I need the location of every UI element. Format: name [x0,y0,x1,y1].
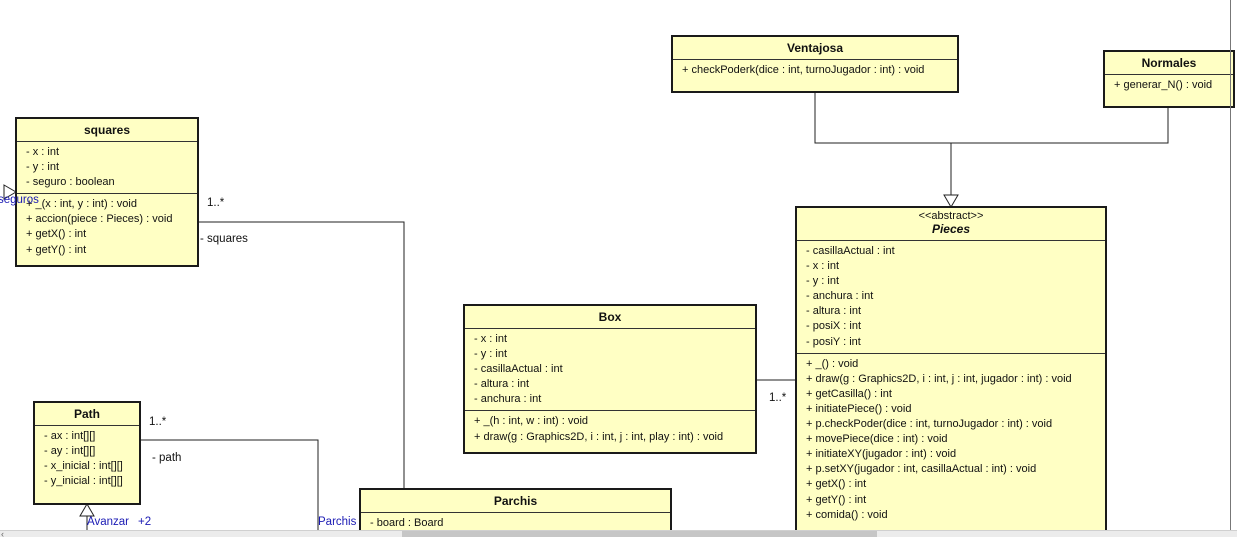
class-squares[interactable]: squares - x : int - y : int - seguro : b… [15,117,199,267]
parchis-link-label: Parchis [318,516,357,528]
attribute: - x : int [474,333,508,345]
attribute: - posiY : int [806,335,861,348]
method: + movePiece(dice : int) : void [806,433,948,446]
canvas-right-border [1230,0,1231,530]
attributes-section: - casillaActual : int - x : int - y : in… [797,241,1105,354]
methods-section: + _() : void + draw(g : Graphics2D, i : … [797,354,1105,526]
attribute: - y : int [474,348,508,361]
method: + getY() : int [806,493,867,506]
method: + getY() : int [26,243,87,256]
class-name: Box [465,306,755,329]
method: + initiateXY(jugador : int) : void [806,448,957,461]
class-name: Parchis [361,490,670,513]
method: + getX() : int [26,228,87,241]
path-role-label: - path [152,452,182,464]
method: + _() : void [806,357,859,370]
path-association-line [140,439,319,530]
class-path[interactable]: Path - ax : int[][] - ay : int[][] - x_i… [33,401,141,505]
method: + comida() : void [806,508,888,521]
plus2-link-label: +2 [138,516,152,528]
class-name: squares [17,119,197,142]
method: + draw(g : Graphics2D, i : int, j : int,… [474,430,724,443]
method: + generar_N() : void [1114,79,1213,91]
attribute: - x : int [806,260,840,273]
attributes-section: - board : Board [361,513,670,534]
attribute: - casillaActual : int [806,245,895,257]
path-generalization-arrowhead [79,503,95,517]
seguros-arrowhead [3,184,17,200]
attributes-section: - x : int - y : int - seguro : boolean [17,142,197,195]
method: + _(h : int, w : int) : void [474,415,589,428]
class-normales[interactable]: Normales + generar_N() : void [1103,50,1235,108]
method: + accion(piece : Pieces) : void [26,213,173,226]
class-name: Pieces [797,222,1105,241]
pieces-generalization-arrowhead [943,194,959,208]
attribute: - board : Board [370,517,444,529]
class-ventajosa[interactable]: Ventajosa + checkPoderk(dice : int, turn… [671,35,959,93]
method: + getCasilla() : int [806,387,892,400]
attribute: - anchura : int [806,290,874,303]
class-stereotype: <<abstract>> [918,210,984,222]
attributes-section: - x : int - y : int - casillaActual : in… [465,329,755,412]
squares-multiplicity: 1..* [207,197,225,209]
method: + p.checkPoder(dice : int, turnoJugador … [806,418,1053,431]
attribute: - y_inicial : int[][] [44,475,123,488]
method: + p.setXY(jugador : int, casillaActual :… [806,463,1037,476]
class-name: Normales [1105,52,1233,75]
method: + draw(g : Graphics2D, i : int, j : int,… [806,372,1072,385]
method: + initiatePiece() : void [806,402,912,415]
attribute: - anchura : int [474,393,542,406]
class-pieces[interactable]: <<abstract>> Pieces - casillaActual : in… [795,206,1107,537]
methods-section: + generar_N() : void [1105,75,1233,96]
attribute: - x_inicial : int[][] [44,460,123,473]
methods-section: + _(x : int, y : int) : void + accion(pi… [17,194,197,260]
squares-association-line [198,221,405,488]
attribute: - altura : int [806,305,862,318]
attribute: - ay : int[][] [44,445,96,458]
attribute: - y : int [26,161,60,174]
avanzar-link-label: Avanzar [87,516,129,528]
methods-section: + _(h : int, w : int) : void + draw(g : … [465,411,755,447]
scrollbar-thumb[interactable] [402,531,877,537]
squares-role-label: - squares [200,233,248,245]
box-multiplicity: 1..* [769,392,787,404]
attribute: - casillaActual : int [474,363,563,376]
ventajosa-generalization-line [814,93,951,144]
attribute: - posiX : int [806,320,862,333]
method: + getX() : int [806,478,867,491]
class-parchis[interactable]: Parchis - board : Board [359,488,672,537]
attribute: - y : int [806,275,840,288]
seguros-link-label: seguros [0,194,39,206]
class-box[interactable]: Box - x : int - y : int - casillaActual … [463,304,757,454]
class-name: Path [35,403,139,426]
scroll-left-icon[interactable]: ‹ [1,529,4,537]
attributes-section: - ax : int[][] - ay : int[][] - x_inicia… [35,426,139,492]
attribute: - ax : int[][] [44,430,96,442]
attribute: - altura : int [474,378,530,391]
method: + _(x : int, y : int) : void [26,198,137,211]
normales-generalization-line [951,108,1169,144]
path-multiplicity: 1..* [149,416,167,428]
attribute: - seguro : boolean [26,176,115,189]
class-name: Ventajosa [673,37,957,60]
methods-section: + checkPoderk(dice : int, turnoJugador :… [673,60,957,81]
attribute: - x : int [26,146,60,158]
method: + checkPoderk(dice : int, turnoJugador :… [682,64,925,76]
